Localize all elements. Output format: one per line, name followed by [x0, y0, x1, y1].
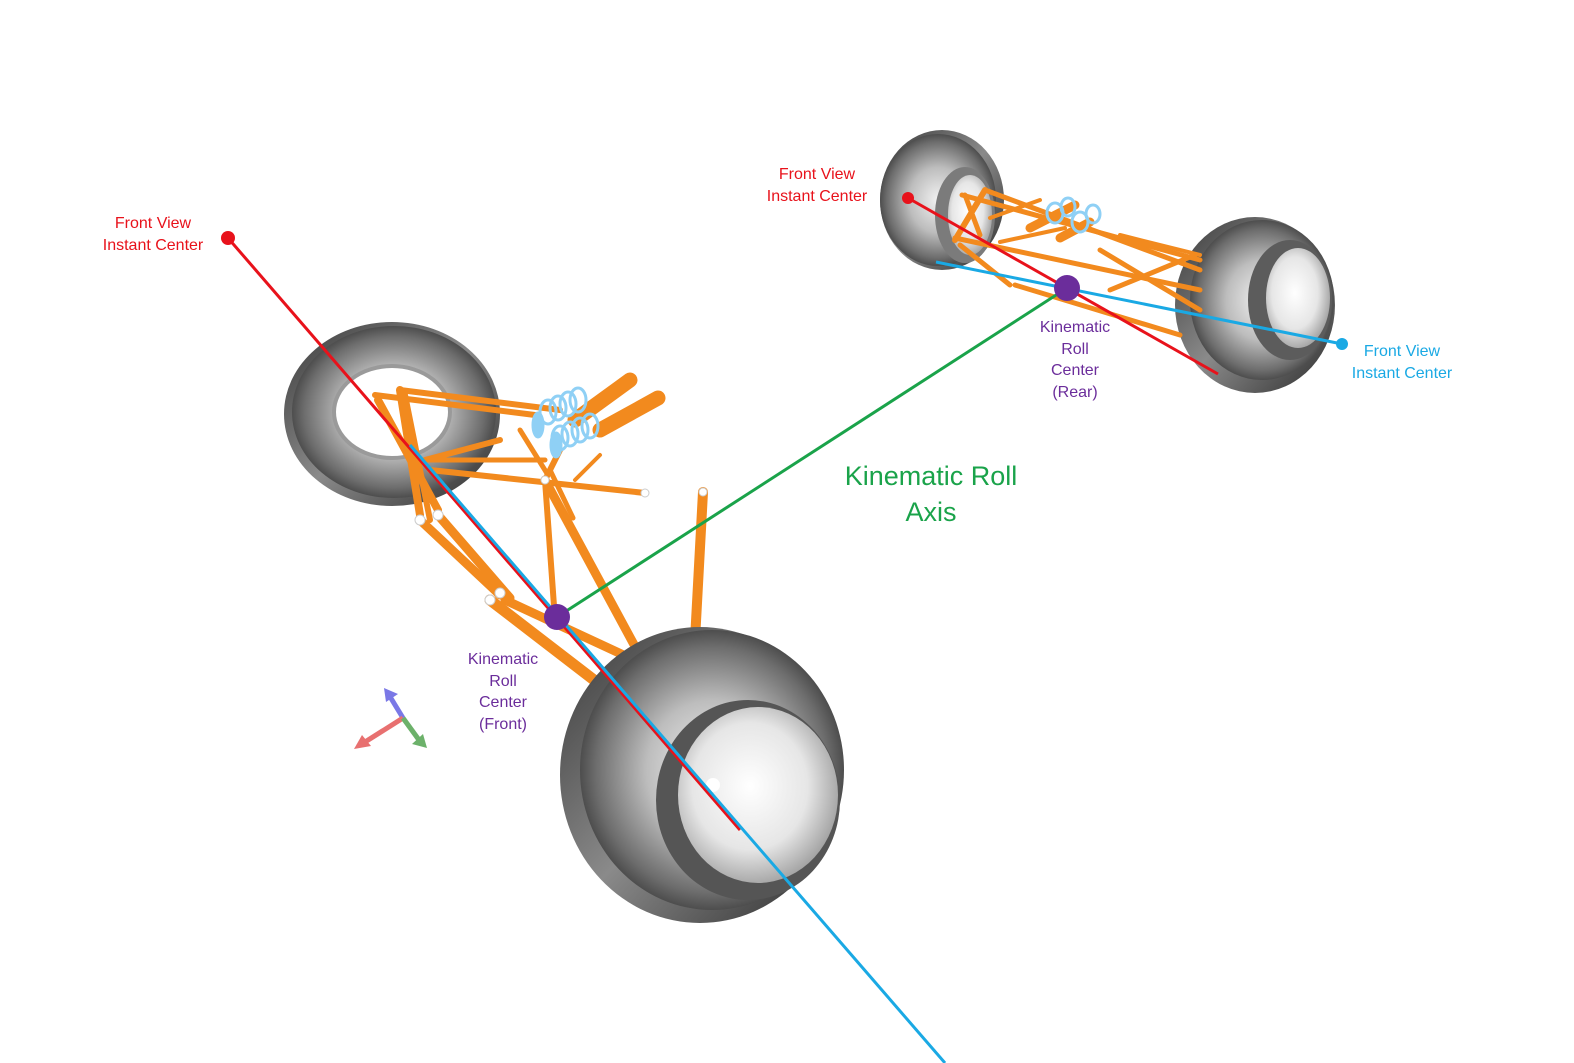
front-blue-ic-line	[408, 444, 947, 1063]
front-springs	[531, 386, 600, 459]
rear-suspension-members	[952, 187, 1203, 338]
front-left-tire	[284, 322, 500, 506]
rear-right-tire	[1175, 217, 1335, 393]
front-suspension-members	[372, 372, 708, 706]
rear-blue-instant-center-point	[1336, 338, 1348, 350]
rear-blue-ic-line	[935, 260, 1343, 346]
rear-roll-center-point	[1054, 275, 1080, 301]
rear-red-instant-center-label: Front View Instant Center	[766, 166, 868, 205]
front-joints	[414, 475, 708, 606]
rear-springs	[1045, 196, 1102, 234]
front-roll-center-point	[544, 604, 570, 630]
front-instant-center-label-left: Front View Instant Center	[102, 215, 204, 254]
roll-axis-label: Kinematic Roll Axis	[844, 461, 1018, 527]
rear-roll-center-label: Kinematic Roll Center (Rear)	[1039, 319, 1111, 401]
front-roll-center-label: Kinematic Roll Center (Front)	[467, 651, 539, 733]
axis-triad-icon	[354, 688, 427, 749]
front-red-instant-center-point	[221, 231, 235, 245]
rear-red-instant-center-point	[902, 192, 914, 204]
rear-blue-instant-center-label: Front View Instant Center	[1351, 343, 1453, 382]
kinematic-roll-axis-line	[556, 286, 1068, 619]
front-red-ic-line	[226, 237, 742, 831]
